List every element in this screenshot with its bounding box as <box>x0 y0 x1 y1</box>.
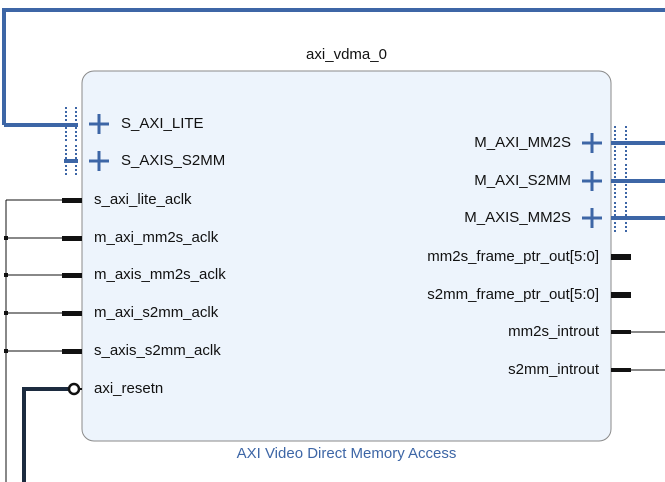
s2mm-introut-pin[interactable] <box>611 368 631 372</box>
m-axi-s2mm-label: M_AXI_S2MM <box>474 172 571 189</box>
clock-junction-dot <box>4 349 8 353</box>
m-axi-mm2s-aclk-label: m_axi_mm2s_aclk <box>94 229 219 246</box>
mm2s-introut-pin[interactable] <box>611 330 631 334</box>
s2mm-frame-ptr-out-pin[interactable] <box>611 292 631 298</box>
m-axis-mm2s-aclk-label: m_axis_mm2s_aclk <box>94 266 226 283</box>
s2mm-frame-ptr-out-label: s2mm_frame_ptr_out[5:0] <box>427 286 599 303</box>
s-axis-s2mm-aclk-pin[interactable] <box>62 349 82 354</box>
m-axi-s2mm-aclk-pin[interactable] <box>62 311 82 316</box>
m-axi-s2mm-interface-pin[interactable] <box>611 164 631 198</box>
m-axi-mm2s-label: M_AXI_MM2S <box>474 134 571 151</box>
m-axi-mm2s-aclk-pin[interactable] <box>62 236 82 241</box>
s-axi-lite-interface-pin[interactable] <box>64 107 78 143</box>
expand-plus-icon[interactable] <box>582 171 602 191</box>
s2mm-introut-label: s2mm_introut <box>508 361 599 378</box>
clock-junction-dot <box>4 236 8 240</box>
clock-net-wire[interactable] <box>5 199 64 482</box>
expand-plus-icon[interactable] <box>89 151 109 171</box>
expand-plus-icon[interactable] <box>89 114 109 134</box>
s-axi-lite-aclk-pin[interactable] <box>62 198 82 203</box>
reset-net-wire[interactable] <box>22 387 68 482</box>
s-axi-lite-bus-wire[interactable] <box>2 8 665 127</box>
mm2s-introut-label: mm2s_introut <box>508 323 599 340</box>
s-axis-s2mm-aclk-label: s_axis_s2mm_aclk <box>94 342 221 359</box>
m-axis-mm2s-label: M_AXIS_MM2S <box>464 209 571 226</box>
s-axis-s2mm-interface-pin[interactable] <box>64 145 78 177</box>
expand-plus-icon[interactable] <box>582 133 602 153</box>
m-axi-s2mm-aclk-label: m_axi_s2mm_aclk <box>94 304 219 321</box>
m-axis-mm2s-interface-pin[interactable] <box>611 202 631 234</box>
s-axis-s2mm-label: S_AXIS_S2MM <box>121 152 226 169</box>
instance-name-label: axi_vdma_0 <box>306 46 387 63</box>
mm2s-frame-ptr-out-pin[interactable] <box>611 254 631 260</box>
mm2s-frame-ptr-out-label: mm2s_frame_ptr_out[5:0] <box>427 248 599 265</box>
m-axis-mm2s-aclk-pin[interactable] <box>62 273 82 278</box>
m-axi-mm2s-interface-pin[interactable] <box>611 126 631 162</box>
s-axi-lite-label: S_AXI_LITE <box>121 115 204 132</box>
ip-name-label: AXI Video Direct Memory Access <box>236 445 457 462</box>
axi-resetn-pin[interactable] <box>67 382 82 396</box>
axi-resetn-label: axi_resetn <box>94 380 164 397</box>
s-axi-lite-aclk-label: s_axi_lite_aclk <box>94 191 192 208</box>
expand-plus-icon[interactable] <box>582 208 602 228</box>
clock-junction-dot <box>4 311 8 315</box>
clock-junction-dot <box>4 273 8 277</box>
